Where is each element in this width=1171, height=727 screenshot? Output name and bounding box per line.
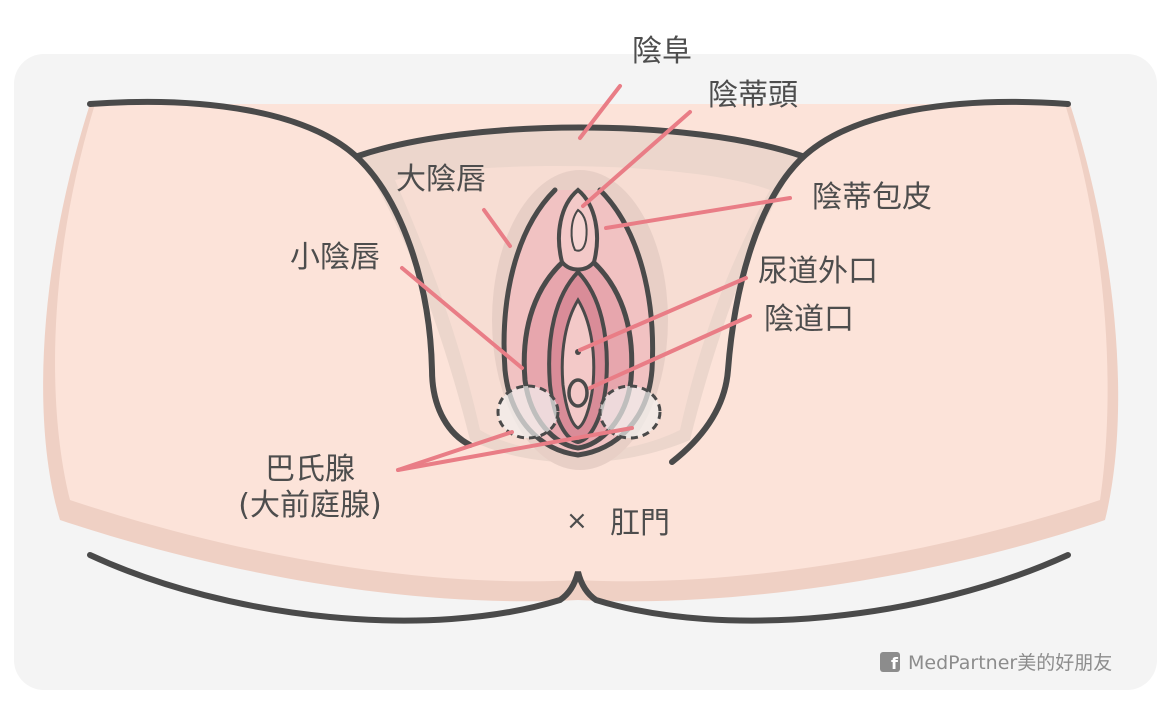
mons-top-outline	[355, 124, 805, 159]
facebook-icon: f	[880, 651, 900, 672]
leader-lines	[396, 84, 792, 472]
leader-vaginal	[588, 314, 752, 390]
leader-clitoris-glans	[581, 110, 692, 208]
label-mons-pubis: 陰阜	[632, 34, 692, 69]
vaginal-opening-ring	[567, 378, 589, 408]
clitoris-glans	[570, 208, 588, 252]
leader-mons	[578, 84, 622, 140]
credit-badge: f MedPartner美的好朋友	[880, 648, 1112, 675]
credit-text: MedPartner美的好朋友	[908, 652, 1113, 674]
leader-clitoral-hood	[604, 196, 792, 230]
leader-bartholin-left	[396, 430, 514, 472]
label-clitoris-glans: 陰蒂頭	[708, 78, 798, 113]
left-buttock-outline	[87, 98, 473, 448]
label-labia-minora: 小陰唇	[290, 240, 380, 275]
label-bartholin-line2: (大前庭腺)	[238, 488, 382, 523]
label-anus: 肛門	[610, 506, 670, 541]
leader-bartholin-right	[396, 426, 634, 472]
label-labia-majora: 大陰唇	[396, 162, 486, 197]
label-clitoral-hood: 陰蒂包皮	[812, 180, 932, 215]
leader-labia-minora	[400, 266, 524, 370]
anus-marker-icon: ×	[566, 506, 588, 536]
leader-labia-majora	[482, 208, 512, 248]
bottom-outline	[87, 552, 1071, 624]
leader-urethral	[578, 276, 748, 352]
label-vaginal-opening: 陰道口	[764, 302, 854, 337]
label-bartholin-line1: 巴氏腺	[265, 452, 355, 487]
label-urethral-opening: 尿道外口	[758, 254, 878, 289]
bartholin-gland-left	[496, 384, 560, 440]
bartholin-gland-right	[598, 384, 662, 440]
label-bartholin-gland: 巴氏腺 (大前庭腺)	[220, 452, 400, 524]
